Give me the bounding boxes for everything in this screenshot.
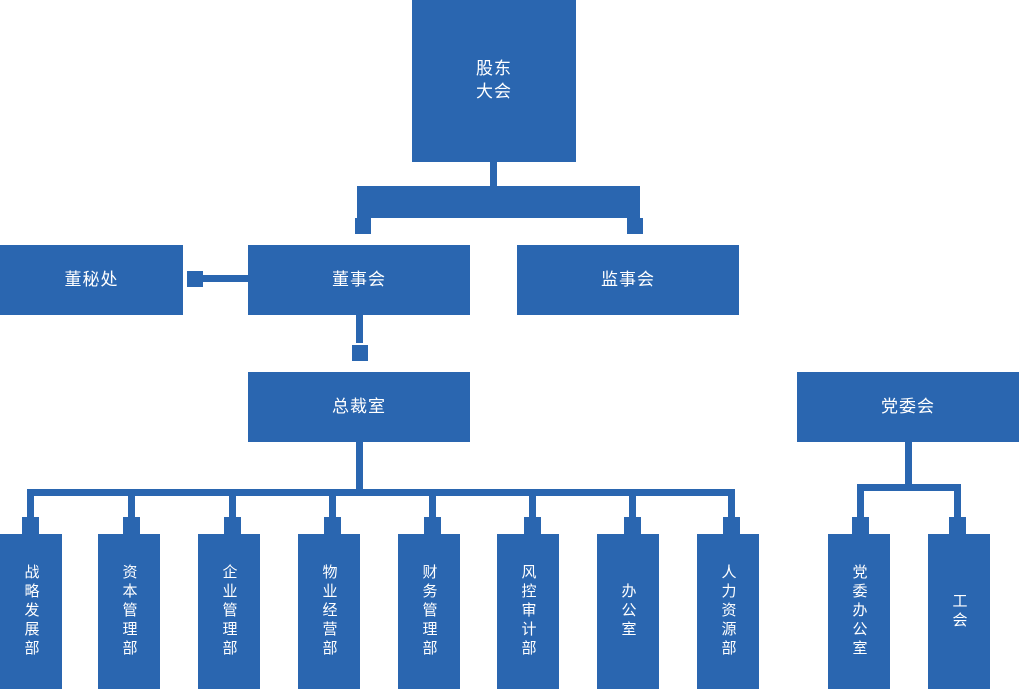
connector-party-dept-drop-0: [857, 484, 864, 522]
node-board-of-supervisors-label: 监事会: [601, 269, 655, 290]
marker-party-dept-0: [852, 517, 869, 534]
node-board-of-directors[interactable]: 董事会: [248, 245, 470, 315]
node-dept-human-resources[interactable]: 人力资源部: [697, 534, 759, 689]
node-party-committee-label: 党委会: [881, 396, 935, 417]
node-dept-human-resources-label: 人力资源部: [719, 564, 738, 659]
connector-departments-bus: [27, 489, 735, 496]
connector-board-to-president: [356, 315, 363, 343]
connector-dept-drop-2: [229, 489, 236, 522]
marker-dept-7: [723, 517, 740, 534]
marker-bus-left: [355, 218, 371, 234]
connector-dept-drop-3: [329, 489, 336, 522]
connector-party-drop: [905, 442, 912, 489]
connector-party-bus: [857, 484, 961, 491]
node-dept-party-committee-office-label: 党委办公室: [850, 564, 869, 659]
node-dept-general-office-label: 办公室: [619, 583, 638, 640]
node-board-secretary-office-label: 董秘处: [64, 269, 119, 290]
node-dept-labor-union[interactable]: 工会: [928, 534, 990, 689]
connector-dept-drop-4: [429, 489, 436, 522]
connector-dept-drop-6: [629, 489, 636, 522]
node-board-secretary-office[interactable]: 董秘处: [0, 245, 183, 315]
node-dept-property-operations-label: 物业经营部: [320, 564, 339, 659]
marker-board-secretary-link: [187, 271, 203, 287]
node-dept-general-office[interactable]: 办公室: [597, 534, 659, 689]
connector-president-drop: [356, 442, 363, 489]
node-dept-finance-management-label: 财务管理部: [420, 564, 439, 659]
node-dept-capital-management-label: 资本管理部: [120, 564, 139, 659]
connector-shareholders-to-bus: [490, 162, 497, 186]
node-dept-risk-control-audit[interactable]: 风控审计部: [497, 534, 559, 689]
node-shareholders-meeting-label: 股东 大会: [476, 59, 512, 102]
node-president-office[interactable]: 总裁室: [248, 372, 470, 442]
connector-dept-drop-1: [128, 489, 135, 522]
connector-bus-level2: [357, 186, 640, 218]
node-board-of-supervisors[interactable]: 监事会: [517, 245, 739, 315]
marker-dept-2: [224, 517, 241, 534]
connector-party-dept-drop-1: [954, 484, 961, 522]
node-dept-capital-management[interactable]: 资本管理部: [98, 534, 160, 689]
node-dept-property-operations[interactable]: 物业经营部: [298, 534, 360, 689]
node-board-of-directors-label: 董事会: [332, 269, 386, 290]
node-dept-enterprise-management-label: 企业管理部: [220, 564, 239, 659]
node-dept-strategy-development-label: 战略发展部: [22, 564, 41, 659]
connector-dept-drop-0: [27, 489, 34, 522]
marker-dept-3: [324, 517, 341, 534]
marker-dept-5: [524, 517, 541, 534]
node-dept-party-committee-office[interactable]: 党委办公室: [828, 534, 890, 689]
marker-dept-0: [22, 517, 39, 534]
node-party-committee[interactable]: 党委会: [797, 372, 1019, 442]
node-shareholders-meeting[interactable]: 股东 大会: [412, 0, 576, 162]
node-dept-enterprise-management[interactable]: 企业管理部: [198, 534, 260, 689]
marker-party-dept-1: [949, 517, 966, 534]
marker-bus-right: [627, 218, 643, 234]
node-dept-risk-control-audit-label: 风控审计部: [519, 564, 538, 659]
marker-dept-1: [123, 517, 140, 534]
node-dept-labor-union-label: 工会: [950, 592, 969, 631]
marker-dept-4: [424, 517, 441, 534]
marker-president-link: [352, 345, 368, 361]
node-dept-strategy-development[interactable]: 战略发展部: [0, 534, 62, 689]
node-president-office-label: 总裁室: [332, 396, 386, 417]
connector-dept-drop-5: [529, 489, 536, 522]
connector-dept-drop-7: [728, 489, 735, 522]
marker-dept-6: [624, 517, 641, 534]
node-dept-finance-management[interactable]: 财务管理部: [398, 534, 460, 689]
connector-board-secretary-to-board: [203, 275, 249, 282]
